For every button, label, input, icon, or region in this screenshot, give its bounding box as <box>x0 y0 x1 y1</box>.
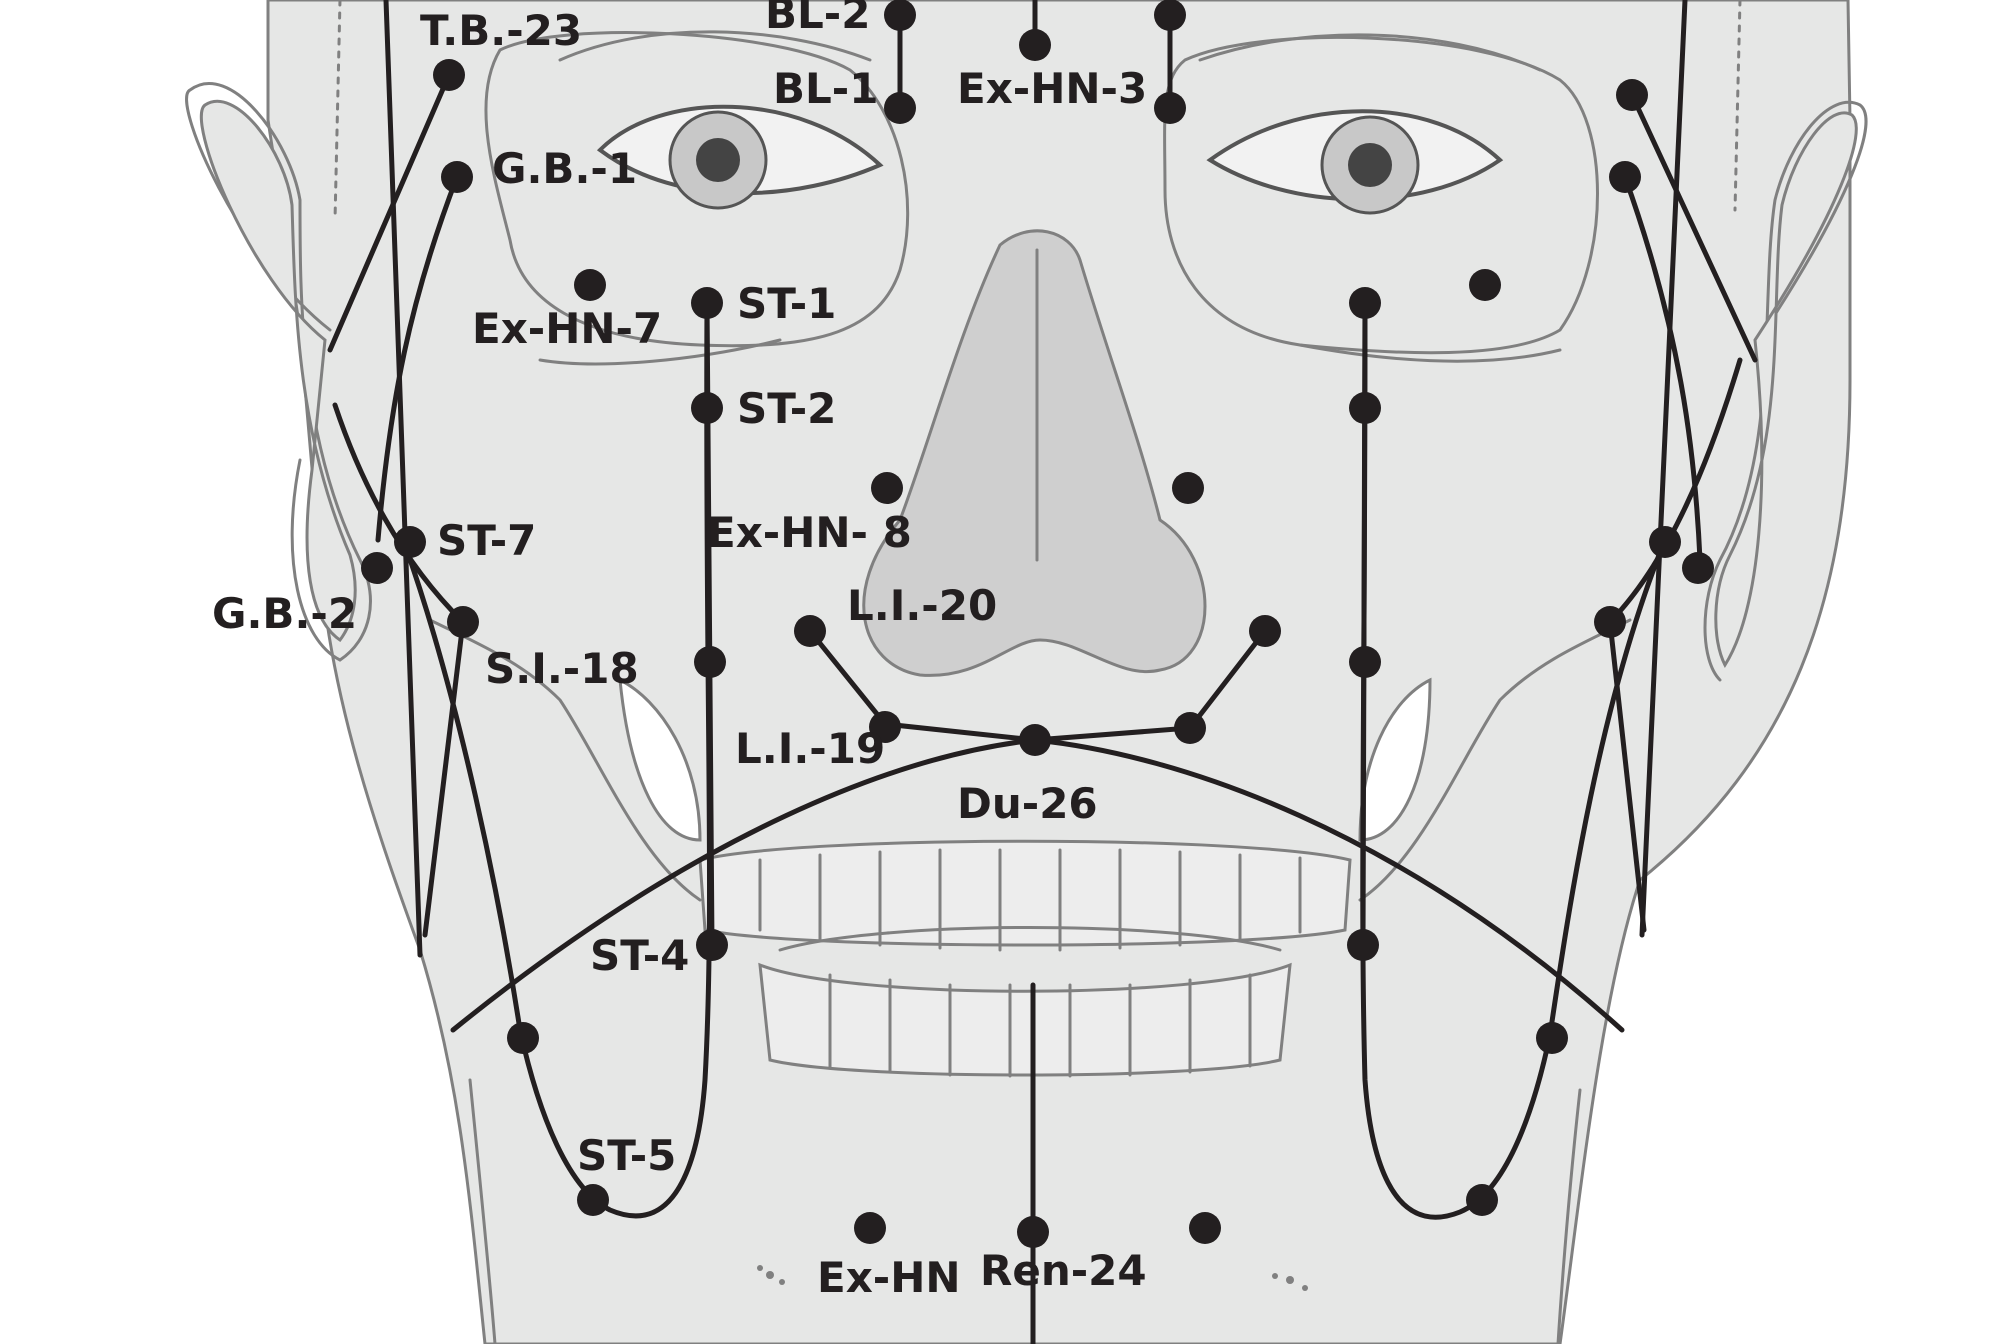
ear-right <box>1703 100 1868 682</box>
point-exhn3 <box>1019 29 1051 61</box>
point-st3-right <box>1349 646 1381 678</box>
label-ren24: Ren-24 <box>980 1246 1147 1295</box>
point-li19-left <box>869 711 901 743</box>
point-st2-left <box>691 392 723 424</box>
label-st1: ST-1 <box>737 279 836 328</box>
point-exhn-left <box>854 1212 886 1244</box>
eye-left <box>596 104 884 210</box>
ear-right-fill <box>1714 111 1858 669</box>
point-st3-left <box>694 646 726 678</box>
label-bl2: BL-2 <box>765 0 870 38</box>
label-li19: L.I.-19 <box>735 724 885 773</box>
label-li20: L.I.-20 <box>847 581 997 630</box>
point-li19-right <box>1174 712 1206 744</box>
label-st4: ST-4 <box>590 931 689 980</box>
mandible-left <box>428 618 702 902</box>
label-exhn: Ex-HN <box>817 1253 961 1302</box>
point-exhn8-right <box>1172 472 1204 504</box>
label-bl1: BL-1 <box>773 64 878 113</box>
point-gb2-right <box>1682 552 1714 584</box>
orbit-right <box>1163 36 1599 355</box>
point-bl1-right <box>1154 92 1186 124</box>
point-st5-right <box>1466 1184 1498 1216</box>
point-li20-right <box>1249 615 1281 647</box>
label-exhn3: Ex-HN-3 <box>957 64 1147 113</box>
neck-left <box>468 1078 497 1344</box>
face-illustration <box>185 0 1868 1344</box>
point-si18-right <box>1594 606 1626 638</box>
neck-right <box>1556 1088 1582 1344</box>
brow-right <box>1198 33 1542 72</box>
point-bl2-right <box>1154 0 1186 31</box>
point-right-gb1 <box>1609 161 1641 193</box>
line-ear-to-si18 <box>332 402 466 625</box>
label-st2: ST-2 <box>737 384 836 433</box>
temple-right-line <box>1733 0 1742 212</box>
point-st6-left <box>507 1022 539 1054</box>
point-st4-right <box>1347 929 1379 961</box>
line-tb23-down <box>327 72 452 353</box>
line-si18-jaw <box>422 619 466 938</box>
line-right-ear <box>1607 357 1743 625</box>
line-right-vertical-temple <box>1639 0 1688 938</box>
acupoints <box>361 0 1714 1248</box>
cheekbone-left <box>538 338 782 366</box>
brow-left <box>558 30 872 62</box>
chin-texture <box>757 1265 1308 1291</box>
cheekbone-right <box>1298 343 1562 363</box>
point-st1-right <box>1349 287 1381 319</box>
label-si18: S.I.-18 <box>485 644 639 693</box>
temple-left-line <box>333 0 342 222</box>
line-right-gb1-down <box>1622 174 1703 563</box>
point-du26 <box>1019 724 1051 756</box>
line-right-si18-jaw <box>1607 619 1647 933</box>
label-tb23: T.B.-23 <box>420 6 582 55</box>
point-bl2-left <box>884 0 916 31</box>
label-st7: ST-7 <box>437 516 536 565</box>
face-silhouette <box>266 0 1852 1344</box>
label-gb2: G.B.-2 <box>212 589 357 638</box>
point-st2-right <box>1349 392 1381 424</box>
mandible-right <box>1358 618 1632 902</box>
point-gb1 <box>441 161 473 193</box>
label-st5: ST-5 <box>577 1131 676 1180</box>
point-bl1-left <box>884 92 916 124</box>
orbit-left <box>484 31 910 348</box>
point-exhn8-left <box>871 472 903 504</box>
line-gb1-down <box>375 174 460 543</box>
jaw-gap-right <box>1358 677 1432 842</box>
lip-line <box>778 926 1282 952</box>
point-st6-right <box>1536 1022 1568 1054</box>
point-li20-left <box>794 615 826 647</box>
line-left-vertical-temple <box>383 0 423 958</box>
eye-right <box>1206 109 1504 215</box>
label-exhn7: Ex-HN-7 <box>472 304 662 353</box>
point-gb2-left <box>361 552 393 584</box>
point-st5-left <box>577 1184 609 1216</box>
jaw-gap-left <box>618 677 702 842</box>
ear-left-fill <box>199 99 357 643</box>
teeth <box>698 839 1352 1078</box>
label-gb1: G.B.-1 <box>492 144 637 193</box>
point-si18-left <box>447 606 479 638</box>
point-ren24 <box>1017 1216 1049 1248</box>
point-st4-left <box>696 929 728 961</box>
point-tb23 <box>433 59 465 91</box>
point-exhn7-left <box>574 269 606 301</box>
nose <box>862 229 1207 677</box>
point-right-temple <box>1616 79 1648 111</box>
point-st7-right <box>1649 526 1681 558</box>
label-exhn8: Ex-HN- 8 <box>707 508 912 557</box>
point-exhn-right <box>1189 1212 1221 1244</box>
point-st1-left <box>691 287 723 319</box>
point-exhn7-right <box>1469 269 1501 301</box>
point-st7-left <box>394 526 426 558</box>
label-du26: Du-26 <box>957 779 1098 828</box>
point-labels: T.B.-23 BL-2 BL-1 Ex-HN-3 G.B.-1 Ex-HN-7… <box>212 0 1147 1302</box>
line-right-temple-down <box>1629 92 1758 363</box>
